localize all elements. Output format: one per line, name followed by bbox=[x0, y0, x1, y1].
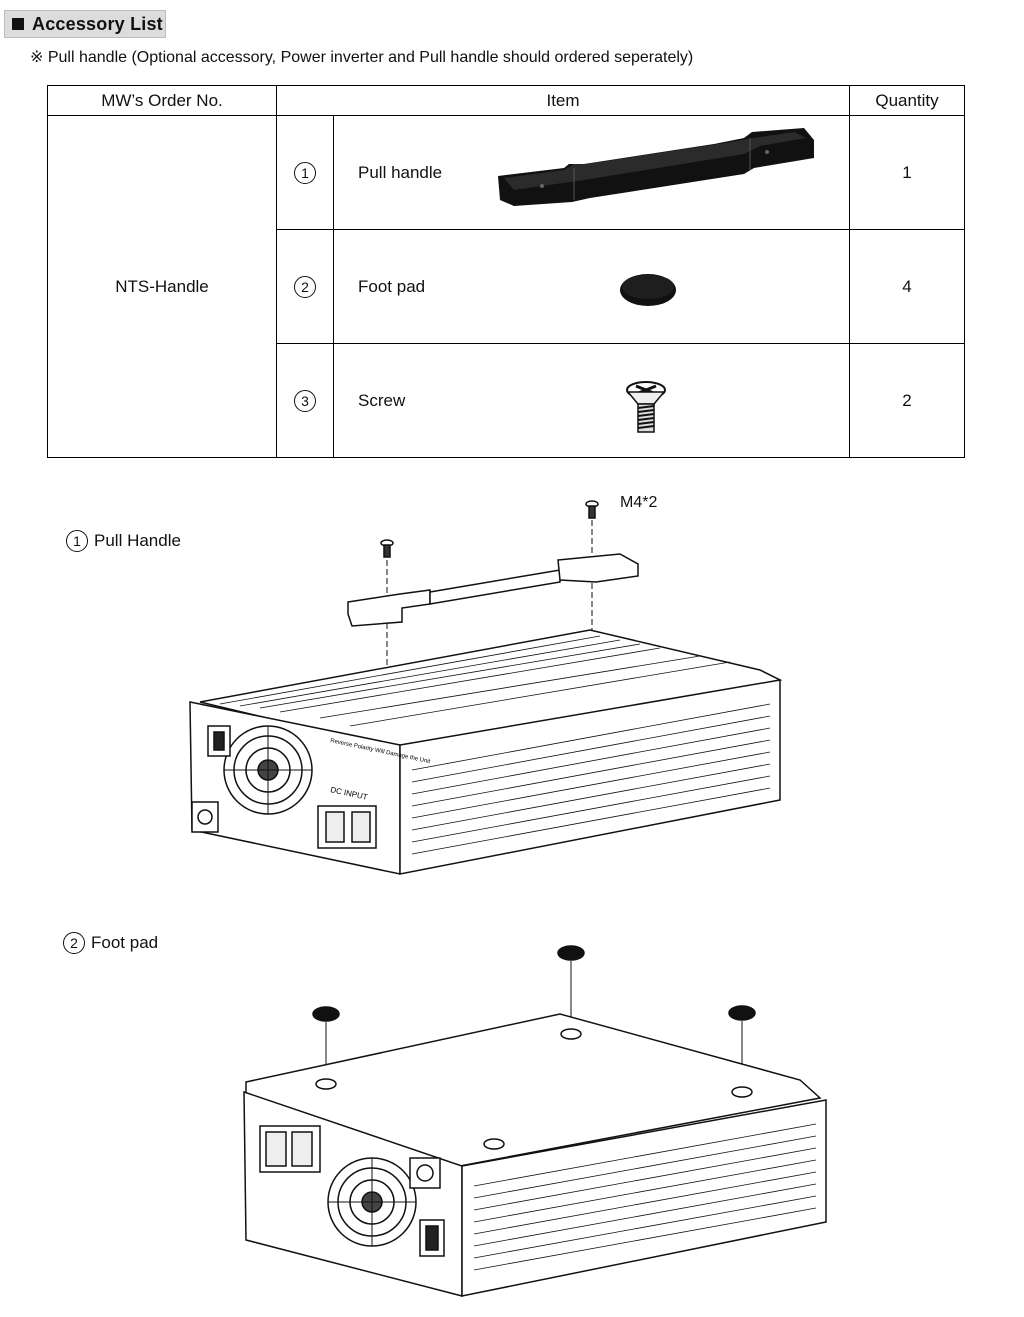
fan-icon bbox=[327, 1157, 417, 1247]
diagram-caption-pull-handle: 1 Pull Handle bbox=[66, 530, 181, 552]
table-row: 3 Screw 2 bbox=[48, 343, 965, 458]
square-bullet-icon bbox=[12, 18, 24, 30]
quantity-cell: 2 bbox=[849, 343, 965, 458]
header-item: Item bbox=[276, 85, 850, 116]
table-row: NTS-Handle 1 Pull handle 1 bbox=[47, 115, 965, 458]
foot-pad-icon bbox=[557, 945, 585, 961]
screw-icon bbox=[380, 539, 394, 558]
foot-pad-icon bbox=[312, 1006, 340, 1022]
quantity-cell: 1 bbox=[849, 115, 965, 230]
foot-pad-install-diagram bbox=[243, 945, 827, 1297]
order-note: ※ Pull handle (Optional accessory, Power… bbox=[30, 49, 694, 66]
table-header-row: MW’s Order No. Item Quantity bbox=[47, 85, 965, 116]
foot-pad-icon bbox=[728, 1005, 756, 1021]
item-name: Pull handle bbox=[358, 162, 443, 182]
section-title: Accessory List bbox=[32, 13, 163, 34]
item-number: 1 bbox=[294, 161, 316, 184]
item-name: Screw bbox=[358, 390, 406, 410]
screw-icon bbox=[626, 381, 666, 433]
table-row: 2 Foot pad 4 bbox=[48, 229, 965, 344]
pull-handle-icon bbox=[498, 128, 814, 206]
item-name: Foot pad bbox=[358, 276, 426, 296]
order-number-cell: NTS-Handle bbox=[47, 115, 277, 458]
header-quantity: Quantity bbox=[849, 85, 965, 116]
section-header: Accessory List bbox=[4, 10, 166, 38]
item-number: 2 bbox=[294, 275, 316, 298]
item-number: 3 bbox=[294, 389, 316, 412]
quantity-cell: 4 bbox=[849, 229, 965, 344]
accessory-table: MW’s Order No. Item Quantity NTS-Handle … bbox=[47, 85, 965, 458]
foot-pad-icon bbox=[620, 274, 676, 306]
screw-icon bbox=[585, 500, 599, 519]
diagram-caption-foot-pad: 2 Foot pad bbox=[63, 932, 158, 954]
pull-handle-install-diagram: DC INPUT Reverse Polarity Will Damage th… bbox=[189, 500, 783, 875]
screw-size-label: M4*2 bbox=[620, 494, 658, 511]
header-order-no: MW’s Order No. bbox=[47, 85, 277, 116]
fan-icon bbox=[223, 725, 313, 815]
